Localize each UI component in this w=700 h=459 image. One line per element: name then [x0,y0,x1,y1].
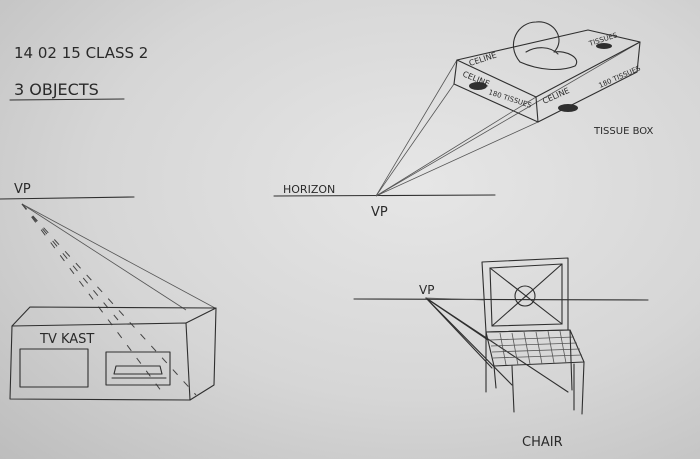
tv-kast-construction-lines [21,203,216,396]
subtitle-underline [9,98,125,101]
left-horizon-line [0,196,135,200]
celine-text-3: CELINE [541,86,571,106]
subtitle-text: 3 OBJECTS [14,80,99,99]
vp-left-label: VP [14,182,31,197]
logo-swirl-3 [596,43,612,49]
vp-center-label: VP [371,205,388,220]
date-class-text: 14 02 15 CLASS 2 [14,44,148,62]
tissue-box-label: TISSUE BOX [593,126,653,137]
tv-kast-label: TV KAST [39,332,94,347]
tissue-box-construction-lines [375,41,641,197]
horizon-label: HORIZON [283,183,335,196]
center-horizon-line [273,194,496,197]
tissue-box [453,21,641,123]
vp-chair-label: VP [419,283,434,297]
chair-horizon-line [353,298,649,301]
tv-kast-box [9,306,217,401]
chair [481,257,585,415]
tissues-text-1: 180 TISSUES [487,88,533,110]
chair-label: CHAIR [522,435,563,450]
celine-text-1: CELINE [468,51,498,68]
chair-construction-lines [425,297,569,393]
logo-swirl-2 [558,104,578,112]
logo-swirl-1 [469,82,487,90]
tissues-text-2: 180 TISSUES [598,64,643,90]
